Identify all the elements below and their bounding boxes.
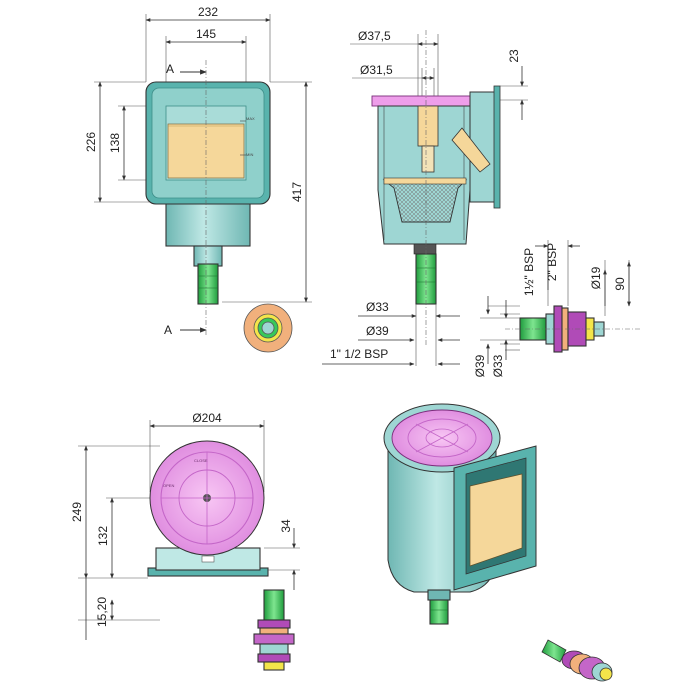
dim-bsp-15: 1½" BSP bbox=[522, 248, 536, 296]
dim-d31: Ø31,5 bbox=[360, 63, 393, 77]
dim-d39: Ø39 bbox=[366, 324, 389, 338]
connector-view: 1½" BSP 2" BSP Ø19 90 Ø39 Ø33 bbox=[473, 240, 640, 377]
dim-d39v: Ø39 bbox=[473, 354, 487, 377]
section-lid bbox=[371, 95, 473, 107]
dim-bsp-2: 2" BSP bbox=[545, 243, 559, 281]
nozzle-end-view bbox=[243, 303, 293, 353]
section-mark-bottom: A bbox=[164, 323, 172, 337]
dim-thread: 1" 1/2 BSP bbox=[330, 347, 388, 361]
section-mark-top: A bbox=[166, 62, 174, 76]
dim-d33v: Ø33 bbox=[491, 354, 505, 377]
dim-1520: 15,20 bbox=[95, 597, 109, 627]
iso-connector bbox=[541, 639, 613, 682]
label-min: MIN bbox=[246, 152, 253, 157]
dim-d19: Ø19 bbox=[589, 266, 603, 289]
dim-d37: Ø37,5 bbox=[358, 29, 391, 43]
dim-249: 249 bbox=[70, 502, 84, 522]
section-view: Ø37,5 Ø31,5 23 Ø33 bbox=[322, 29, 528, 366]
lid-text-open: OPEN bbox=[163, 483, 174, 488]
dim-lid-diameter: Ø204 bbox=[192, 411, 222, 425]
outlet-nozzle bbox=[197, 263, 219, 305]
dim-total-width: 232 bbox=[198, 5, 218, 19]
section-weir bbox=[451, 127, 491, 173]
top-view: Ø204 249 132 34 15,20 CLOSE OPEN bbox=[70, 411, 300, 671]
dim-34: 34 bbox=[279, 519, 293, 533]
dim-90: 90 bbox=[613, 277, 627, 291]
label-max: MAX bbox=[246, 116, 255, 121]
skimmer-lower-body bbox=[165, 199, 251, 247]
dim-inner-width: 145 bbox=[196, 27, 216, 41]
isometric-view bbox=[383, 403, 613, 682]
dim-window-height: 138 bbox=[108, 133, 122, 153]
iso-weir bbox=[469, 473, 523, 567]
front-view: 232 145 226 138 417 MAX MIN A A bbox=[84, 5, 312, 353]
section-flange bbox=[493, 85, 501, 209]
dim-d33: Ø33 bbox=[366, 300, 389, 314]
dim-body-height: 226 bbox=[84, 132, 98, 152]
iso-outlet bbox=[429, 599, 449, 625]
dim-flange: 23 bbox=[507, 49, 521, 63]
dim-total-height: 417 bbox=[290, 182, 304, 202]
lid-text-close: CLOSE bbox=[194, 458, 208, 463]
exploded-connector bbox=[253, 589, 295, 671]
dim-132: 132 bbox=[96, 526, 110, 546]
outlet-pipe bbox=[193, 245, 223, 267]
